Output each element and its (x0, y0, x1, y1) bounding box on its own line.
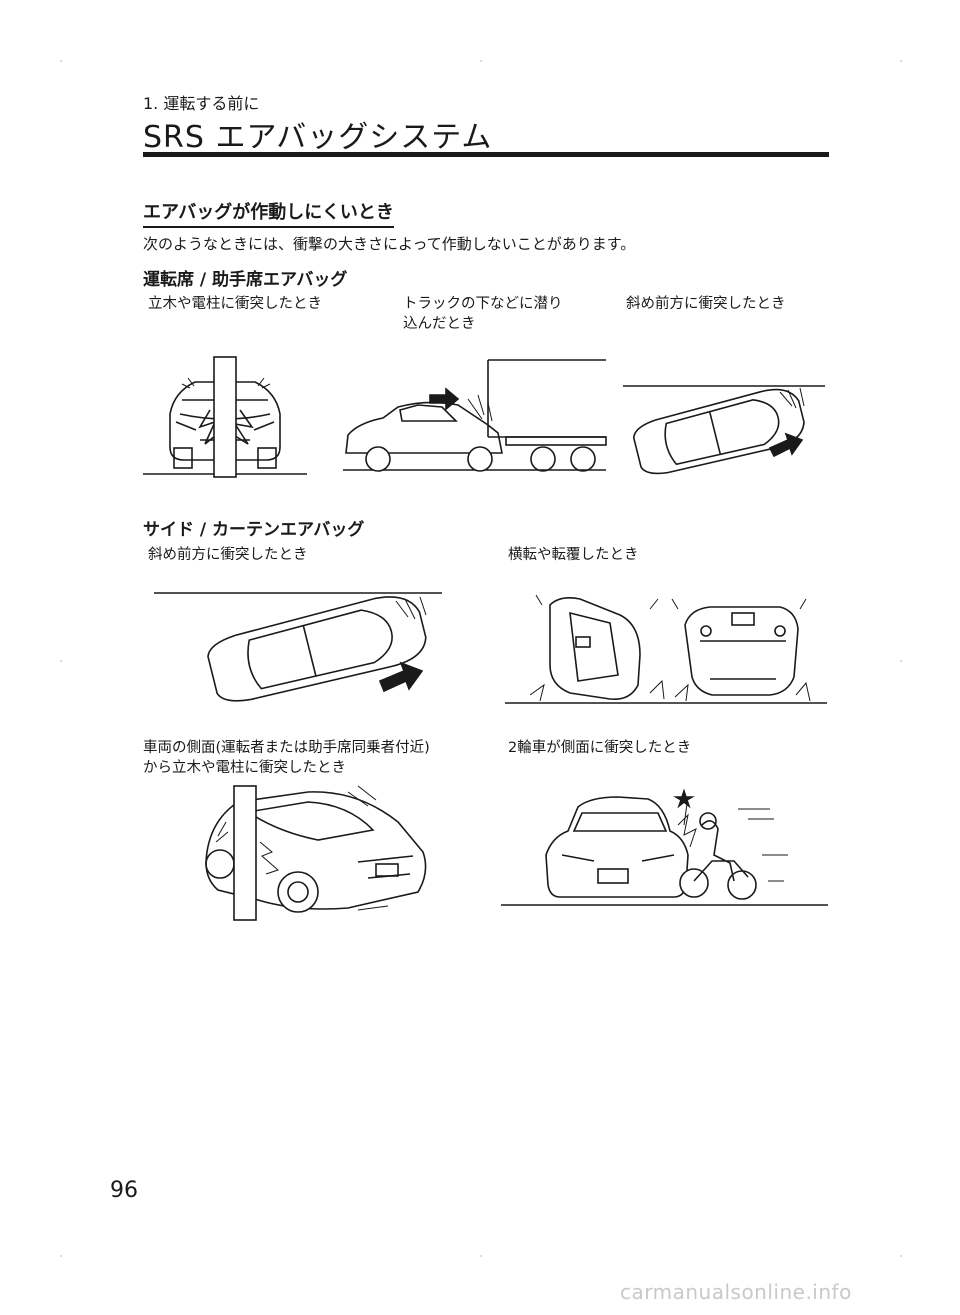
crop-mark (900, 1255, 902, 1257)
crop-mark (60, 1255, 62, 1257)
section-intro: 次のようなときには、衝撃の大きさによって作動しないことがあります。 (143, 235, 636, 253)
caption-pole-front: 立木や電柱に衝突したとき (148, 296, 322, 312)
crop-mark (480, 1255, 482, 1257)
caption-side-pole: 車両の側面(運転者または助手席同乗者付近) から立木や電柱に衝突したとき (143, 740, 430, 776)
footer-watermark: carmanualsonline.info (620, 1280, 852, 1304)
caption-oblique-front: 斜め前方に衝突したとき (626, 296, 786, 312)
caption-motorcycle-side: 2輪車が側面に衝突したとき (508, 740, 692, 756)
driver-passenger-heading: 運転席 / 助手席エアバッグ (143, 270, 348, 290)
crop-mark (60, 60, 62, 62)
figure-side-oblique-front (154, 592, 442, 702)
figure-oblique-front (623, 385, 825, 475)
figure-truck-underride (343, 359, 607, 472)
crop-mark (480, 60, 482, 62)
figure-rollover (505, 594, 827, 704)
page-number: 96 (110, 1178, 138, 1203)
crop-mark (900, 60, 902, 62)
caption-truck-underride: トラックの下などに潜り 込んだとき (403, 296, 563, 332)
crop-mark (60, 660, 62, 662)
section-heading: エアバッグが作動しにくいとき (143, 198, 394, 228)
caption-rollover: 横転や転覆したとき (508, 547, 639, 563)
figure-motorcycle-side (501, 788, 828, 906)
caption-side-oblique-front: 斜め前方に衝突したとき (148, 547, 308, 563)
title-rule (143, 152, 829, 157)
figure-pole-front (143, 356, 307, 478)
side-curtain-heading: サイド / カーテンエアバッグ (143, 520, 365, 540)
crop-mark (900, 660, 902, 662)
chapter-label: 1. 運転する前に (143, 94, 260, 113)
figure-side-pole (205, 785, 427, 921)
page-title: SRS エアバッグシステム (143, 120, 493, 155)
